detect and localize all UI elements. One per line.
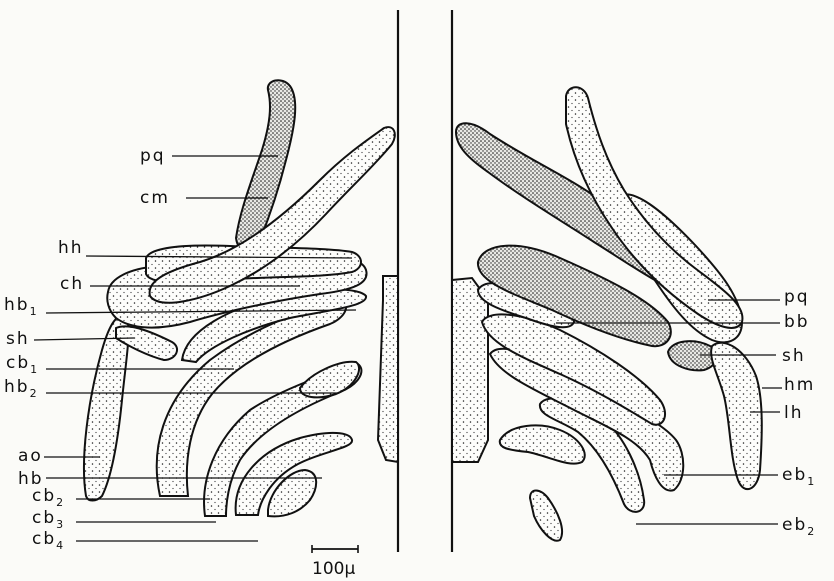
label-left-cb2: cb2 (32, 486, 63, 509)
label-right-eb1: eb1 (782, 465, 814, 488)
label-right-bb: bb (784, 312, 810, 332)
label-left-cb3: cb3 (32, 508, 63, 531)
label-left-sh: sh (6, 329, 30, 349)
right-lower-arc (500, 425, 585, 463)
scale-bar: 100µ (312, 545, 358, 579)
label-right-pq: pq (784, 287, 810, 307)
right-sh (668, 341, 717, 370)
label-left-pq: pq (140, 146, 166, 166)
left-hb2 (300, 362, 359, 398)
label-right-sh: sh (782, 346, 806, 366)
label-right-lh: lh (784, 403, 804, 423)
scale-bar-label: 100µ (312, 559, 355, 579)
left-basal-block (378, 276, 398, 462)
label-left-hb1: hb1 (4, 295, 37, 318)
left-ao (84, 316, 129, 500)
right-cartilages (452, 87, 762, 540)
label-right-eb2: eb2 (782, 515, 814, 538)
right-eb2-curl (530, 491, 562, 541)
left-cartilages (84, 80, 398, 516)
label-left-ao: ao (18, 446, 43, 466)
label-left-cb1: cb1 (6, 353, 37, 376)
label-left-cb4: cb4 (32, 529, 63, 552)
label-left-cm: cm (140, 188, 170, 208)
label-left-hb2: hb2 (4, 377, 37, 400)
right-basal-block (452, 278, 488, 462)
label-left-ch: ch (60, 274, 84, 294)
label-right-hm: hm (784, 375, 815, 395)
label-left-hh: hh (58, 238, 84, 258)
right-hm (711, 343, 762, 489)
